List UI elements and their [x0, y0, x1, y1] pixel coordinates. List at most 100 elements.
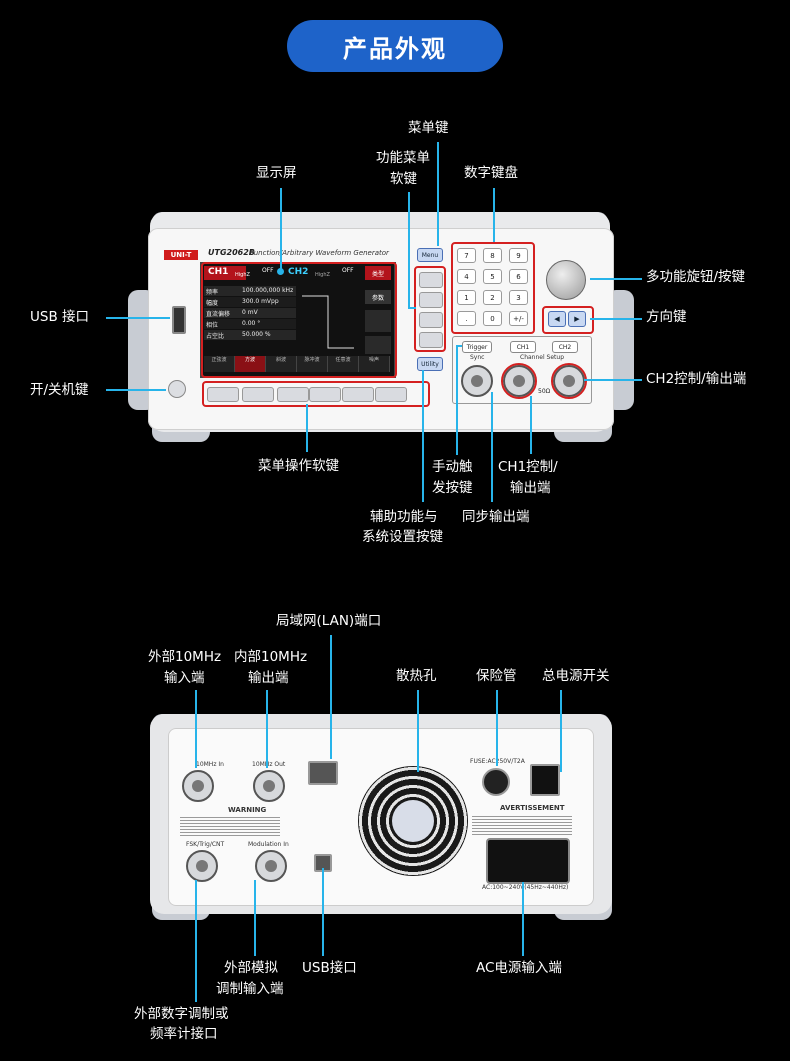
fuse-holder[interactable]: [482, 768, 510, 796]
ch1-state: OFF: [262, 267, 274, 274]
keypad-key[interactable]: 3: [509, 290, 528, 305]
ch1-imp: HighZ: [235, 272, 250, 278]
leader-vent: [417, 690, 419, 772]
label-ext-10mhz-in-1: 外部10MHz: [148, 649, 222, 665]
warning-label: WARNING: [228, 806, 267, 814]
multifunction-knob[interactable]: [546, 260, 586, 300]
param-label: 相位: [206, 322, 219, 329]
leader-func-softkey-h: [408, 307, 416, 309]
ext-10mhz-in-bnc[interactable]: [182, 770, 214, 802]
param-label: 频率: [206, 289, 219, 296]
lan-port[interactable]: [308, 761, 338, 785]
label-manual-trigger-2: 发按键: [432, 480, 473, 496]
label-fsk-2: 频率计接口: [150, 1026, 218, 1042]
keypad-key[interactable]: 4: [457, 269, 476, 284]
menu-softkeys-highlight: [202, 381, 430, 407]
leader-ac-in: [522, 882, 524, 956]
int-10mhz-out-bnc[interactable]: [253, 770, 285, 802]
utility-key[interactable]: Utility: [417, 357, 443, 371]
menu-softkey-3[interactable]: [277, 387, 309, 402]
menu-key[interactable]: Menu: [417, 248, 443, 262]
keypad-key[interactable]: .: [457, 311, 476, 326]
modulation-in-bnc[interactable]: [255, 850, 287, 882]
menu-softkey-1[interactable]: [207, 387, 239, 402]
keypad-key[interactable]: 6: [509, 269, 528, 284]
label-display: 显示屏: [256, 165, 297, 181]
waveform-tab[interactable]: 任意波: [328, 356, 359, 372]
keypad-key[interactable]: 8: [483, 248, 502, 263]
ch1-key[interactable]: CH1: [510, 341, 536, 353]
waveform-tab[interactable]: 斜波: [266, 356, 297, 372]
leader-knob: [590, 278, 642, 280]
fsk-bnc[interactable]: [186, 850, 218, 882]
arrow-right-key[interactable]: ▶: [568, 311, 586, 327]
keypad-key[interactable]: 9: [509, 248, 528, 263]
waveform-tab[interactable]: 正弦波: [204, 356, 235, 372]
menu-softkey-6[interactable]: [375, 387, 407, 402]
keypad-key[interactable]: +/-: [509, 311, 528, 326]
keypad-key[interactable]: 2: [483, 290, 502, 305]
menu-softkey-5[interactable]: [342, 387, 374, 402]
arrow-left-key[interactable]: ◀: [548, 311, 566, 327]
leader-utility: [422, 370, 424, 502]
param-value: 300.0 mVpp: [242, 298, 279, 305]
label-func-softkey-2: 软键: [390, 171, 417, 187]
keypad-key[interactable]: 0: [483, 311, 502, 326]
waveform-tab[interactable]: 噪声: [359, 356, 390, 372]
waveform-tabs: 正弦波方波斜波脉冲波任意波噪声: [204, 356, 390, 372]
softbtn-3[interactable]: [365, 310, 391, 332]
func-softkey-2[interactable]: [419, 292, 443, 308]
menu-softkey-2[interactable]: [242, 387, 274, 402]
arrow-keys-highlight: [542, 306, 594, 334]
label-ch2-out: CH2控制/输出端: [646, 371, 747, 387]
leader-sync: [491, 392, 493, 502]
waveform-tab[interactable]: 脉冲波: [297, 356, 328, 372]
ch1-bnc-ring: [501, 363, 537, 399]
softbtn-4[interactable]: [365, 336, 391, 354]
keypad-key[interactable]: 7: [457, 248, 476, 263]
model-name: UTG2062B: [208, 248, 255, 257]
label-func-softkey-1: 功能菜单: [376, 150, 430, 166]
keypad-key[interactable]: 1: [457, 290, 476, 305]
label-ext-10mhz-in-2: 输入端: [164, 670, 205, 686]
ch2-state: OFF: [342, 267, 354, 274]
trigger-key[interactable]: Trigger: [462, 341, 492, 353]
leader-ch1-out: [530, 396, 532, 454]
func-softkeys-highlight: [414, 266, 446, 352]
leader-lan: [330, 635, 332, 759]
label-rear-usb: USB接口: [302, 960, 357, 976]
label-aux-1: 辅助功能与: [370, 509, 438, 525]
ch2-tab: CH2: [288, 267, 309, 277]
label-ext-mod-1: 外部模拟: [224, 960, 278, 976]
ac-inlet[interactable]: [486, 838, 570, 884]
leader-numpad: [493, 188, 495, 242]
leader-soft-menu: [306, 404, 308, 452]
menu-softkey-4[interactable]: [309, 387, 341, 402]
type-softbtn[interactable]: 类型: [365, 266, 391, 280]
func-softkey-3[interactable]: [419, 312, 443, 328]
ch2-key[interactable]: CH2: [552, 341, 578, 353]
leader-trigger-h: [456, 345, 462, 347]
waveform-tab[interactable]: 方波: [235, 356, 266, 372]
power-button[interactable]: [168, 380, 186, 398]
leader-rear-usb: [322, 868, 324, 956]
label-menu-key: 菜单键: [408, 120, 449, 136]
front-usb-port[interactable]: [172, 306, 186, 334]
main-power-switch[interactable]: [530, 764, 560, 796]
ch1-tab: CH1: [208, 267, 229, 277]
param-softbtn[interactable]: 参数: [365, 290, 391, 304]
label-ch1-out-2: 输出端: [510, 480, 551, 496]
func-softkey-1[interactable]: [419, 272, 443, 288]
param-value: 0 mV: [242, 309, 258, 316]
leader-usb: [106, 317, 170, 319]
keypad-key[interactable]: 5: [483, 269, 502, 284]
func-softkey-4[interactable]: [419, 332, 443, 348]
label-power: 开/关机键: [30, 382, 89, 398]
sync-bnc[interactable]: [461, 365, 493, 397]
ch1-tab-bg: [204, 266, 246, 280]
